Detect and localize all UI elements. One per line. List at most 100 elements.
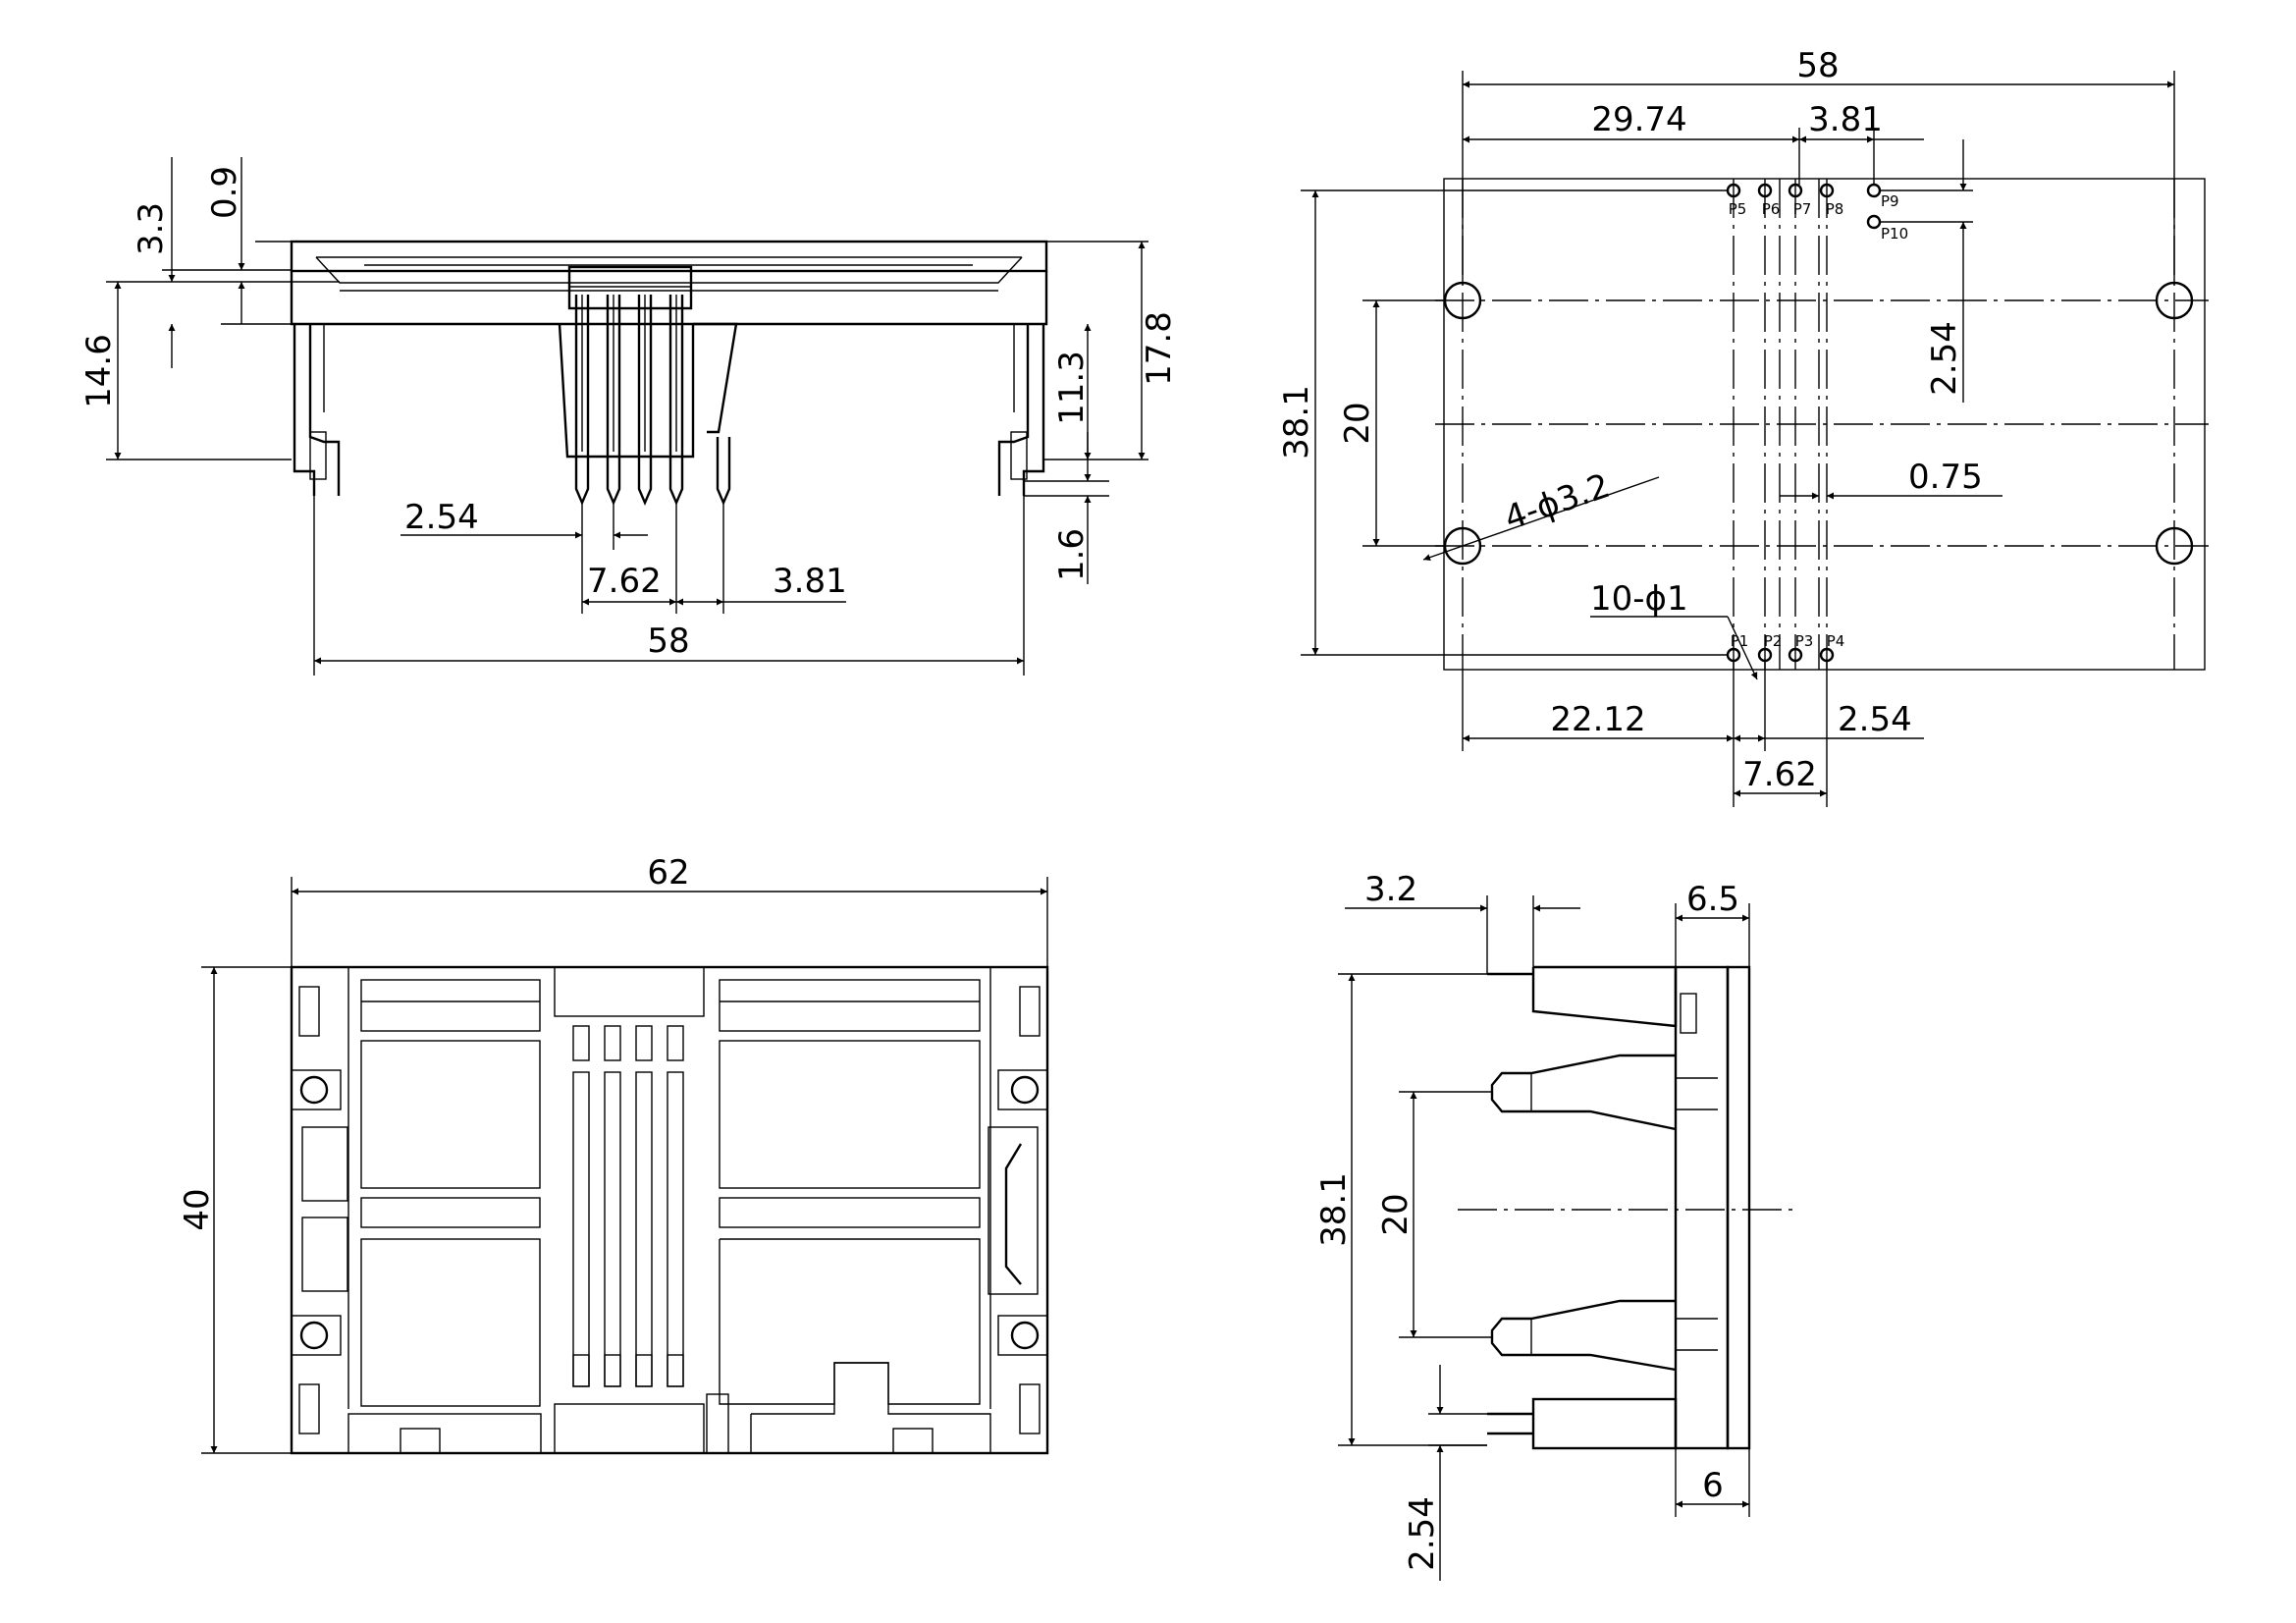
- pin-pads: [1726, 183, 1882, 663]
- front-view: 3.3 0.9 14.6 11.3 17.8 1.6 2.54 7.62 3.8…: [80, 157, 1179, 676]
- dim-1-6: 1.6: [1052, 528, 1092, 581]
- dim-2-54: 2.54: [404, 498, 479, 537]
- dim-2-54: 2.54: [1403, 1496, 1442, 1571]
- mounting-hole: [2155, 526, 2194, 566]
- pin-label-p5: P5: [1729, 200, 1747, 218]
- dim-29-74: 29.74: [1591, 100, 1686, 139]
- bottom-notch: [400, 1428, 441, 1454]
- bottom-small-slot: [1019, 986, 1041, 1037]
- front-left-leg: [308, 324, 341, 496]
- bottom-contact-cell: [667, 1025, 684, 1061]
- dim-40: 40: [178, 1188, 217, 1230]
- bottom-pocket: [360, 1197, 541, 1228]
- bottom-pocket-key: [750, 1362, 991, 1454]
- dim-7-62: 7.62: [1742, 755, 1817, 794]
- dim-14-6: 14.6: [80, 334, 119, 408]
- front-right-leg: [997, 324, 1030, 496]
- dim-58: 58: [1796, 46, 1839, 85]
- front-right-leg-outer: [1022, 324, 1045, 496]
- bottom-pocket: [360, 1238, 541, 1407]
- front-pin-block: [567, 265, 693, 310]
- bottom-spring-slot: [988, 1126, 1039, 1295]
- dim-38-1: 38.1: [1314, 1172, 1354, 1247]
- side-frame: [1674, 965, 1730, 1450]
- pin-pad-p8: [1819, 183, 1835, 198]
- bottom-pocket: [347, 1413, 542, 1454]
- front-pins: [574, 295, 731, 507]
- bottom-boss-frame: [997, 1315, 1048, 1356]
- pin-pad-p10: [1866, 214, 1882, 230]
- bottom-pocket: [360, 979, 541, 1032]
- bottom-spring: [1004, 1143, 1023, 1285]
- leader-line: [1727, 616, 1758, 680]
- bottom-boss-frame: [291, 1315, 342, 1356]
- bottom-contact-header: [554, 966, 705, 1017]
- side-view: 3.2 6.5 38.1 20 6 2.54: [1314, 870, 1796, 1581]
- bottom-outline: [290, 965, 1049, 1455]
- pin-label-p8: P8: [1826, 200, 1844, 218]
- dim-2-54: 2.54: [1925, 321, 1964, 396]
- pin-pad-p3: [1788, 647, 1803, 663]
- bottom-boss-frame: [997, 1069, 1048, 1110]
- side-window: [1680, 993, 1697, 1034]
- bottom-pocket: [719, 979, 981, 1032]
- bottom-pocket: [360, 1040, 541, 1189]
- pin-label-p4: P4: [1827, 632, 1845, 650]
- pin-pad-p9: [1866, 183, 1882, 198]
- bottom-small-slot: [1019, 1383, 1041, 1434]
- bottom-contact-cell: [604, 1354, 621, 1387]
- dim-20: 20: [1376, 1193, 1415, 1235]
- dim-3-3: 3.3: [132, 202, 171, 255]
- dim-line: [1422, 476, 1660, 561]
- bottom-contact-cell: [572, 1354, 590, 1387]
- dim-11-3: 11.3: [1052, 351, 1092, 425]
- bottom-contact-slot: [572, 1071, 590, 1387]
- pin-label-p10: P10: [1881, 225, 1908, 243]
- bottom-contact-cell: [572, 1025, 590, 1061]
- bottom-left-window: [301, 1126, 348, 1202]
- dim-2-54-h: 2.54: [1838, 700, 1912, 739]
- pin-pad-p7: [1788, 183, 1803, 198]
- bottom-boss: [299, 1321, 329, 1350]
- bottom-boss-frame: [291, 1069, 342, 1110]
- front-pin: [637, 295, 653, 507]
- side-bottom-block: [1531, 1397, 1678, 1450]
- front-body-base: [290, 271, 1048, 326]
- dim-6-5: 6.5: [1686, 880, 1739, 919]
- side-upper-finger: [1490, 1054, 1677, 1131]
- bottom-boss: [1010, 1075, 1040, 1105]
- bottom-contact-cell: [635, 1354, 653, 1387]
- pin-label-p9: P9: [1881, 192, 1899, 210]
- front-top-bar: [290, 240, 1048, 273]
- bottom-boss: [1010, 1321, 1040, 1350]
- front-right-foot: [1010, 431, 1028, 480]
- pcb-footprint: P5 P6 P7 P8 P9 P10 P1 P2 P3 P4: [1277, 46, 2209, 807]
- front-pin-housing: [558, 323, 695, 459]
- dim-17-8: 17.8: [1140, 311, 1179, 386]
- dim-4-holes-3-2: 4-ϕ3.2: [1500, 466, 1615, 539]
- dim-3-81: 3.81: [1808, 100, 1883, 139]
- dim-20: 20: [1338, 402, 1377, 444]
- pin-label-p2: P2: [1764, 632, 1783, 650]
- bottom-pocket: [719, 1040, 981, 1189]
- dim-22-12: 22.12: [1550, 700, 1645, 739]
- bottom-contact-cell: [604, 1025, 621, 1061]
- pin-label-p6: P6: [1762, 200, 1781, 218]
- bottom-boss: [299, 1075, 329, 1105]
- side-top-finger: [1531, 965, 1678, 1028]
- pin-label-p3: P3: [1795, 632, 1814, 650]
- dim-3-2: 3.2: [1364, 870, 1417, 909]
- dim-38-1: 38.1: [1277, 385, 1316, 460]
- bottom-contact-slot: [604, 1071, 621, 1387]
- front-left-foot: [309, 431, 327, 480]
- front-pin: [716, 437, 731, 507]
- dim-0-75: 0.75: [1908, 458, 1983, 497]
- bottom-notch: [892, 1428, 934, 1454]
- bottom-contact-cell: [667, 1354, 684, 1387]
- dim-6: 6: [1702, 1466, 1724, 1505]
- dim-10-holes-1: 10-ϕ1: [1590, 579, 1688, 619]
- bottom-pocket: [719, 1197, 981, 1228]
- dim-0-9: 0.9: [205, 166, 244, 219]
- bottom-left-window: [301, 1217, 348, 1292]
